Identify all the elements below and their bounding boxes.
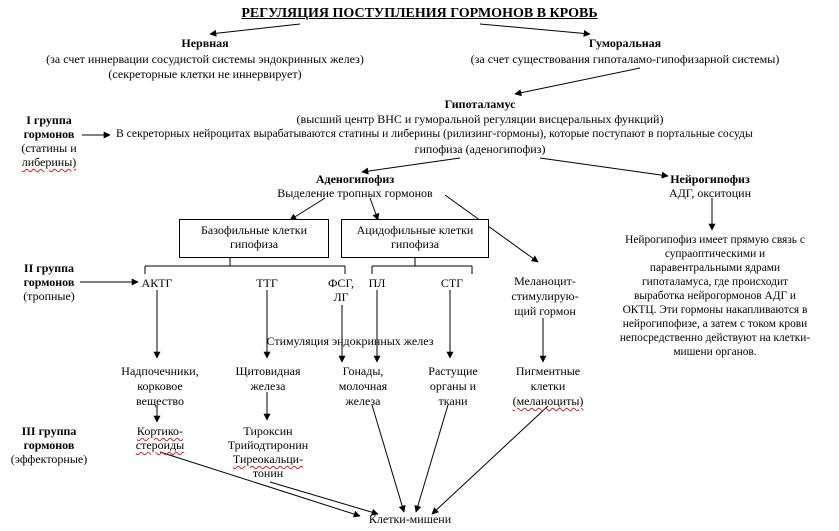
- page-title: РЕГУЛЯЦИЯ ПОСТУПЛЕНИЯ ГОРМОНОВ В КРОВЬ: [241, 6, 598, 21]
- target-growing3: ткани: [438, 394, 468, 408]
- target-pigment1: Пигментные: [515, 364, 581, 378]
- target-pigment2: клетки: [530, 379, 566, 393]
- group1-line2: гормонов: [23, 127, 75, 141]
- target-pigment3: (меланоциты): [512, 394, 584, 408]
- group2-line3: (тропные): [23, 289, 75, 303]
- effector-cortico2: стероиды: [135, 438, 185, 452]
- nervous-line1: (за счет иннервации сосудистой системы э…: [46, 52, 364, 66]
- target-thyroid1: Щитовидная: [235, 364, 301, 378]
- group3-line1: III группа: [21, 424, 77, 438]
- neurohypophysis-heading: Нейрогипофиз: [670, 172, 750, 186]
- target-gonads3: железа: [345, 394, 381, 408]
- group3-line3: (эффекторные): [10, 452, 88, 466]
- group1-line3: (статины и: [21, 141, 77, 155]
- neurohypophysis-desc7: нейрогипофизе, а затем с током крови: [622, 318, 808, 330]
- hormone-msh3: щий гормон: [514, 304, 576, 318]
- acidophil-line1: Ацидофильные клетки: [356, 223, 474, 237]
- adenohypophysis-heading: Аденогипофиз: [315, 172, 395, 186]
- basophil-line1: Базофильные клетки: [201, 223, 307, 237]
- hypothalamus-heading: Гипоталамус: [444, 97, 516, 111]
- basophil-line2: гипофиза: [229, 237, 279, 251]
- hormone-msh2: стимулирую-: [511, 289, 579, 303]
- neurohypophysis-desc6: ОКТЦ. Эти гормоны накапливаются в: [622, 304, 808, 316]
- target-thyroid2: железа: [250, 379, 286, 393]
- target-growing2: органы и: [429, 379, 477, 393]
- hormone-lg: ЛГ: [333, 290, 349, 304]
- neurohypophysis-desc5: выработка нейрогормонов АДГ и: [633, 290, 797, 302]
- hormone-pl: ПЛ: [368, 276, 386, 290]
- humoral-line1: (за счет существования гипоталамо-гипофи…: [470, 52, 780, 66]
- effector-triiodothyronine: Трийодтиронин: [227, 438, 309, 452]
- hormone-stg: СТГ: [440, 276, 464, 290]
- neurohypophysis-desc9: мишени органов.: [673, 346, 757, 358]
- neurohypophysis-desc8: непосредственно действуют на клетки-: [619, 332, 811, 344]
- hypothalamus-line2: В секреторных нейроцитах вырабатываются …: [116, 127, 753, 140]
- hormone-actg: АКТГ: [141, 276, 173, 290]
- effector-thyreocalcitonin2: тонин: [252, 466, 284, 480]
- target-adrenal1: Надпочечники,: [121, 364, 199, 378]
- hypothalamus-line3: гипофиза (аденогипофиз): [414, 142, 546, 156]
- target-adrenal2: корковое: [137, 379, 183, 393]
- effector-thyreocalcitonin1: Тиреокальци-: [232, 452, 304, 466]
- target-gonads1: Гонады,: [342, 364, 384, 378]
- group2-line2: гормонов: [23, 275, 75, 289]
- stimulation-label: Стимуляция эндокринных желез: [266, 334, 434, 348]
- target-adrenal3: вещество: [136, 394, 184, 408]
- group1-line1: I группа: [26, 113, 72, 127]
- humoral-heading: Гуморальная: [588, 36, 662, 50]
- nervous-line2: (секреторные клетки не иннервирует): [108, 67, 302, 81]
- target-cells-label: Клетки-мишени: [368, 512, 452, 526]
- neurohypophysis-desc2: супраоптическими и: [664, 248, 766, 260]
- neurohypophysis-line1: АДГ, окситоцин: [668, 186, 752, 200]
- acidophil-cells-box: Ацидофильные клетки гипофиза: [341, 219, 489, 258]
- target-growing1: Растущие: [428, 364, 478, 378]
- effector-thyroxine: Тироксин: [243, 424, 293, 438]
- neurohypophysis-desc4: гипоталамуса, где происходит: [641, 276, 789, 288]
- adenohypophysis-line1: Выделение тропных гормонов: [277, 186, 433, 200]
- target-gonads2: молочная: [338, 379, 388, 393]
- nervous-heading: Нервная: [181, 36, 229, 50]
- acidophil-line2: гипофиза: [390, 237, 440, 251]
- hormone-ttg: ТТГ: [256, 276, 278, 290]
- hypothalamus-line1: (высший центр ВНС и гуморальной регуляци…: [296, 112, 664, 126]
- effector-cortico1: Кортико-: [136, 424, 184, 438]
- hormone-fsg: ФСГ,: [327, 276, 355, 290]
- neurohypophysis-desc1: Нейрогипофиз имеет прямую связь с: [625, 234, 805, 246]
- neurohypophysis-desc3: паравентральными ядрами: [649, 262, 781, 274]
- group3-line2: гормонов: [23, 438, 75, 452]
- group2-line1: II группа: [23, 261, 75, 275]
- basophil-cells-box: Базофильные клетки гипофиза: [179, 219, 329, 258]
- group1-line4: либерины): [21, 155, 77, 169]
- hormone-msh1: Меланоцит-: [514, 274, 576, 288]
